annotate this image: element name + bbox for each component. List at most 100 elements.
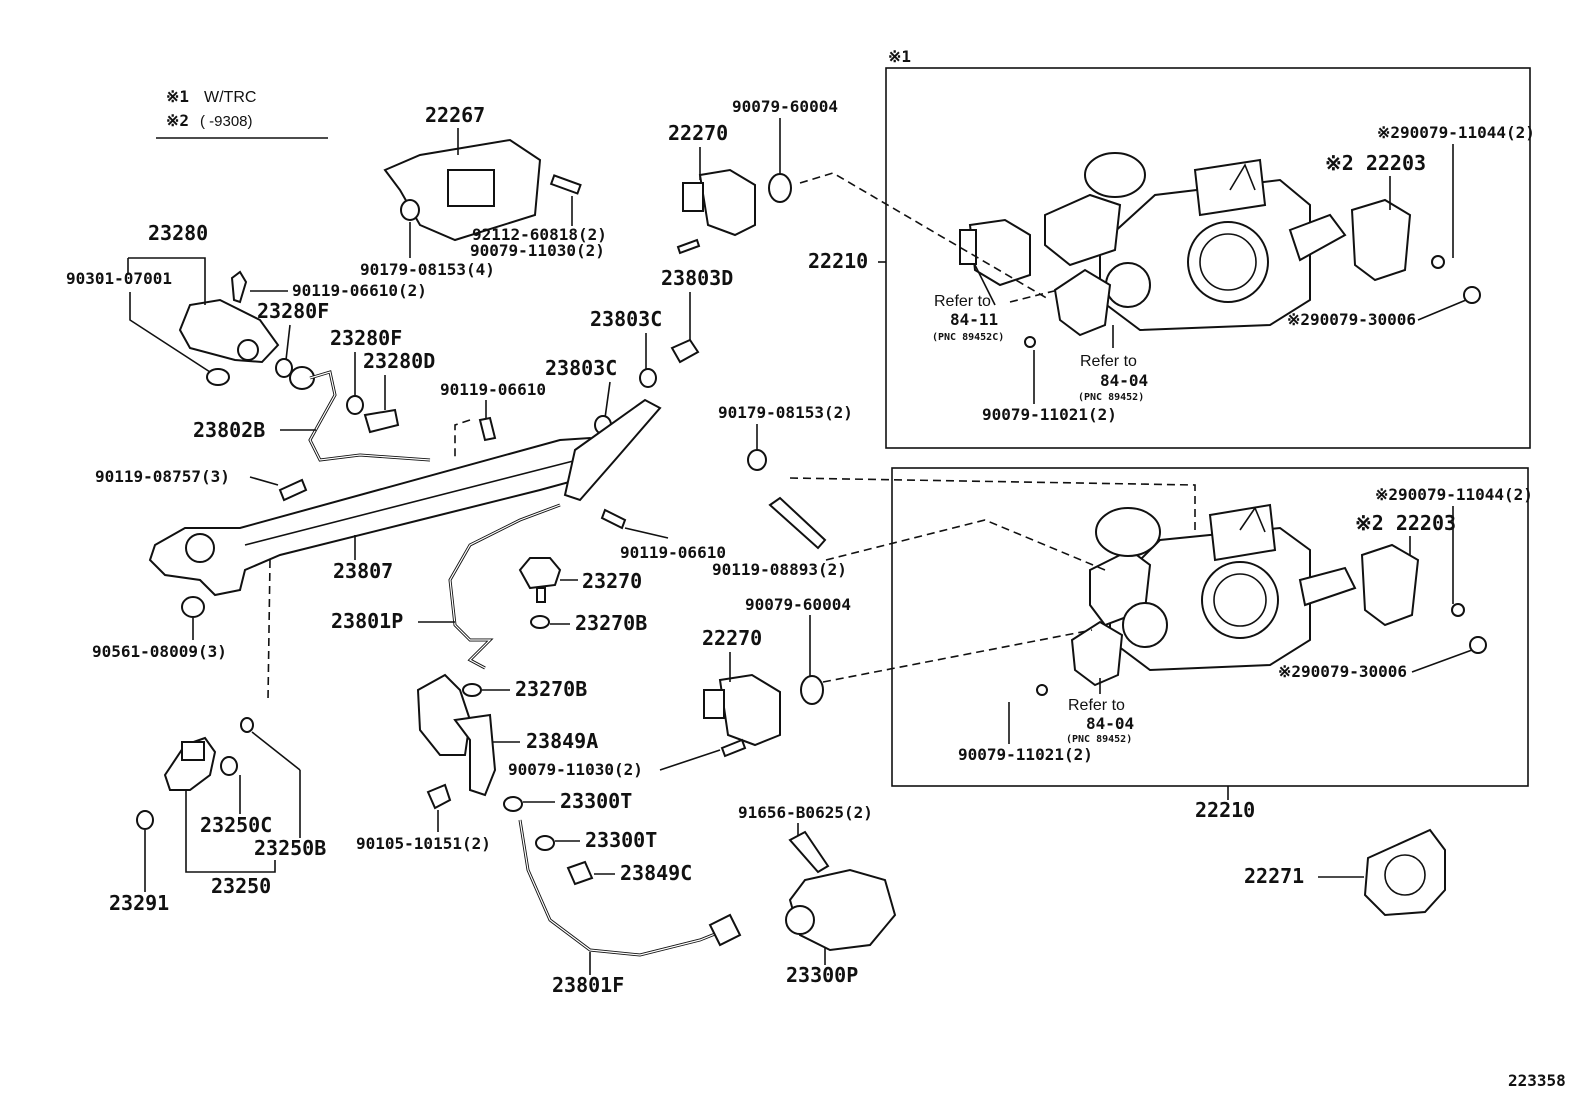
throttle-sensor-port-bottom: [1122, 602, 1168, 648]
bolt-08893: [768, 496, 827, 550]
damper-23270-stem: [536, 587, 546, 603]
label-90079-11030-bottom: 90079-11030(2): [508, 760, 643, 779]
label-23803C-a: 23803C: [590, 307, 662, 331]
refer-b-line1: Refer to: [1080, 353, 1137, 370]
throttle-cam-bottom: [1239, 506, 1266, 533]
label-90079-60004-bottom: 90079-60004: [745, 595, 851, 614]
label-23270B-b: 23270B: [515, 677, 587, 701]
legend-note2-text: ( -9308): [200, 113, 253, 130]
gasket-23280F-b: [346, 395, 364, 415]
label-90119-06610-a: 90119-06610: [440, 380, 546, 399]
dash-22270-top: [799, 172, 1051, 301]
box-marker: ※1: [888, 47, 911, 66]
label-23801F: 23801F: [552, 973, 624, 997]
gasket-23270B-b: [462, 683, 482, 697]
insulator-90561: [181, 596, 205, 618]
throttle-linkage-top: [1193, 158, 1267, 217]
label-2-22203-a: ※2 22203: [1325, 151, 1426, 175]
throttle-plate-bottom: [1213, 573, 1267, 627]
label-23300P: 23300P: [786, 963, 858, 987]
leader-90301: [127, 258, 211, 373]
bolt-06610-a: [478, 416, 497, 442]
leader-08757: [249, 476, 279, 486]
refer-a-line3: (PNC 89452C): [932, 332, 1004, 343]
nut-top: [1463, 286, 1481, 304]
sensor-connector-84-11: [959, 229, 977, 265]
sub-throttle-actuator-top: [1350, 198, 1412, 282]
gasket-23300T-b: [535, 835, 555, 851]
label-23280: 23280: [148, 221, 208, 245]
label-22210-b: 22210: [1195, 798, 1255, 822]
hose-23801F-nut: [708, 913, 742, 947]
dash-06610-a: [454, 419, 471, 460]
label-23802B: 23802B: [193, 418, 265, 442]
injector-connector: [181, 741, 205, 761]
label-2-90079-11044-b: ※290079-11044(2): [1375, 485, 1533, 504]
label-90079-60004-top: 90079-60004: [732, 97, 838, 116]
delivery-pipe-23807: [148, 436, 602, 597]
label-22271: 22271: [1244, 864, 1304, 888]
regulator-23280-port: [237, 339, 259, 361]
box-frame-top: [885, 67, 1531, 449]
label-23803C-b: 23803C: [545, 356, 617, 380]
screw-sensor-bottom: [1036, 684, 1048, 696]
box-frame-bottom: [891, 467, 1529, 787]
throttle-plate-top: [1199, 233, 1257, 291]
leader-23250: [185, 790, 276, 873]
label-23300T-b: 23300T: [585, 828, 657, 852]
label-92112-60818: 92112-60818(2): [472, 225, 607, 244]
throttle-intake-bottom: [1095, 507, 1161, 557]
insulator-23250C: [220, 756, 238, 776]
gasket-60004-bottom: [800, 675, 824, 705]
refer-c-line3: (PNC 89452): [1066, 734, 1132, 745]
label-90119-06610-2: 90119-06610(2): [292, 281, 427, 300]
dash-22270-bottom: [822, 629, 1093, 683]
throttle-bore-bottom: [1201, 561, 1279, 639]
throttle-bracket-bottom: [1298, 566, 1357, 607]
throttle-body-box-trc: ※1 ※290079-11044(2) ※2 22203 ※290079-300…: [799, 47, 1535, 449]
label-90079-11030-top: 90079-11030(2): [470, 241, 605, 260]
pipe-23801P-inner: [449, 504, 561, 669]
delivery-pipe-end: [185, 533, 215, 563]
bolt-10151: [426, 783, 452, 810]
label-90079-11021-b: 90079-11021(2): [958, 745, 1093, 764]
dash-sensor-top: [1009, 289, 1059, 303]
iac-valve-port: [785, 905, 815, 935]
screw-11030-bottom: [720, 738, 747, 758]
throttle-sensor-port-top: [1105, 262, 1151, 308]
valve-22270-top: [698, 168, 756, 237]
fuel-pipe-23803: [563, 398, 662, 502]
label-23280D: 23280D: [363, 349, 435, 373]
label-23250B: 23250B: [254, 836, 326, 860]
gasket-23803C-a: [639, 368, 657, 388]
legend-note2-mark: ※2: [166, 111, 189, 130]
bolt-06610-2: [230, 270, 248, 304]
screw-bottom: [1451, 603, 1465, 617]
grommet-23291: [136, 810, 154, 830]
throttle-position-sensor-bottom: [1070, 620, 1124, 687]
screw-11030-top: [676, 238, 701, 255]
leader-30006-a: [1417, 299, 1467, 321]
label-22270-bottom: 22270: [702, 626, 762, 650]
refer-c-line1: Refer to: [1068, 697, 1125, 714]
label-90301-07001: 90301-07001: [66, 269, 172, 288]
gasket-23300T-a: [503, 796, 523, 812]
label-2-22203-b: ※2 22203: [1355, 511, 1456, 535]
dash-bolt-bottom: [825, 519, 1106, 571]
throttle-intake-top: [1084, 152, 1146, 198]
leader-23280F-a: [285, 324, 291, 361]
label-23849A: 23849A: [526, 729, 598, 753]
dash-injector: [267, 559, 271, 701]
label-23300T-a: 23300T: [560, 789, 632, 813]
iac-valve-23300P: [788, 868, 897, 952]
leader-23803C-b: [604, 381, 611, 419]
nut-bottom: [1469, 636, 1487, 654]
throttle-body-side-top: [1044, 193, 1122, 267]
label-90179-08153-2: 90179-08153(2): [718, 403, 853, 422]
label-23270: 23270: [582, 569, 642, 593]
label-90079-11021-a: 90079-11021(2): [982, 405, 1117, 424]
dash-nut-bottom: [789, 477, 1196, 530]
legend-note1-text: W/TRC: [204, 89, 256, 106]
gasket-23280F-a: [275, 358, 293, 378]
refer-a-line1: Refer to: [934, 293, 991, 310]
